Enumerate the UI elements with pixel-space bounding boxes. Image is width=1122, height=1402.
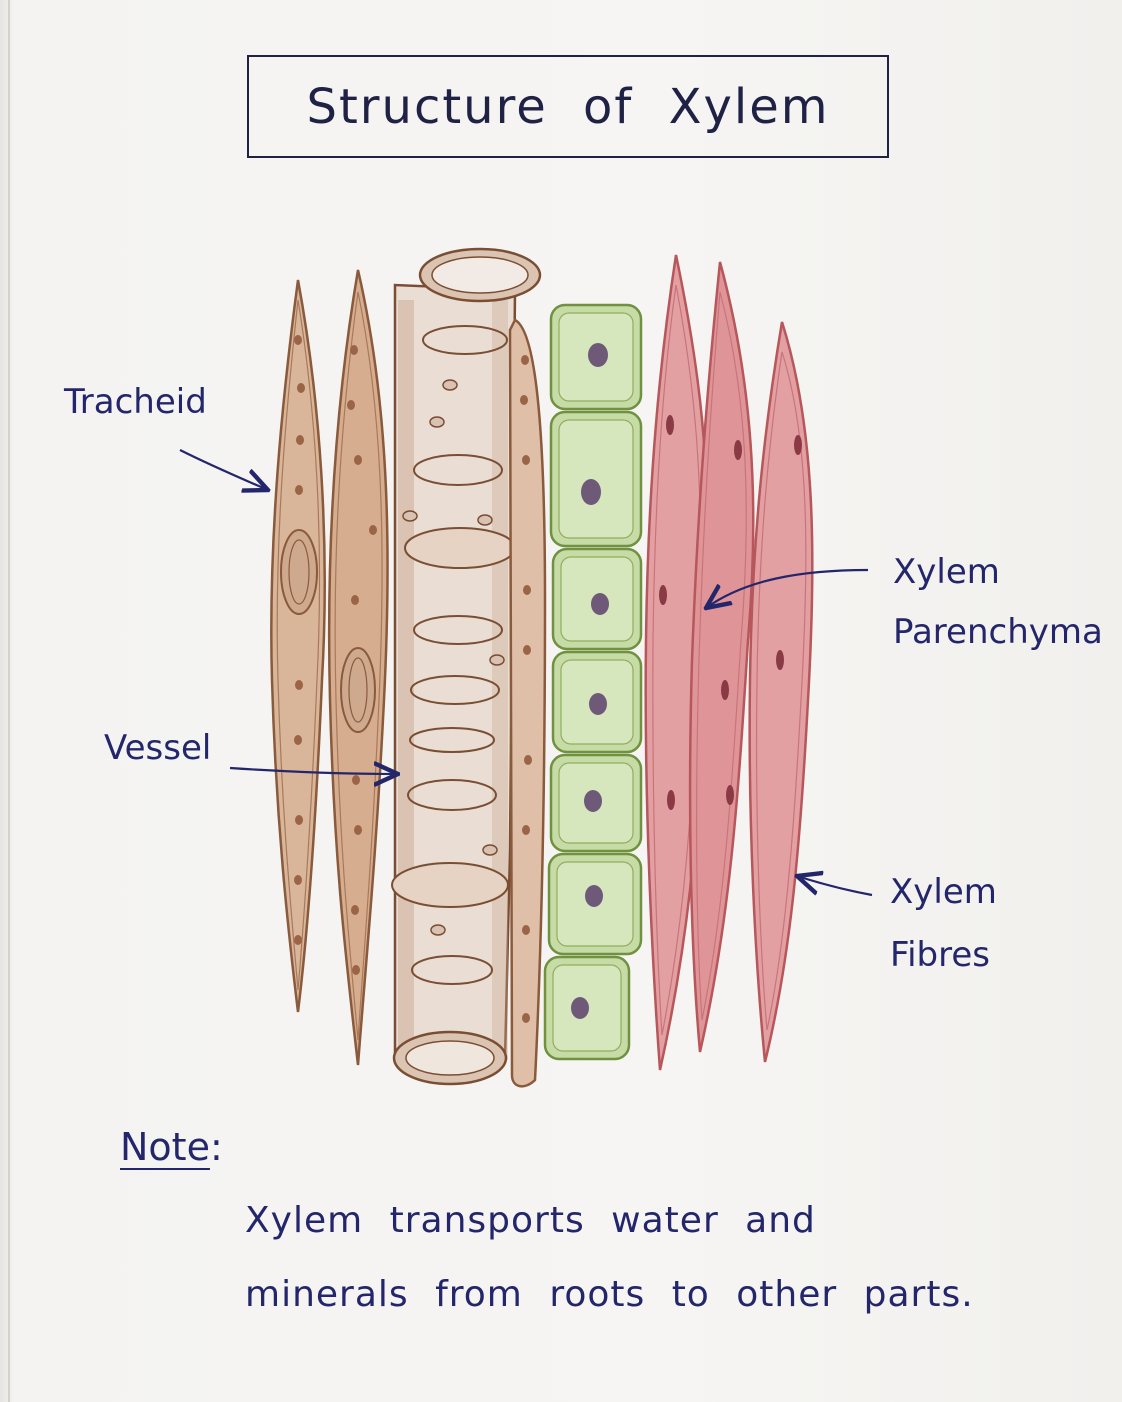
page-spine — [8, 0, 10, 1402]
vessel-side-pits — [520, 355, 532, 1023]
fibre-cells — [644, 254, 814, 1071]
label-parenchyma-line1: Xylem — [893, 552, 1000, 592]
note-heading: Note: — [120, 1125, 223, 1169]
vessel-shading-left — [398, 300, 414, 1060]
fibre-nuclei — [659, 415, 802, 810]
tracheid-nucleus-2 — [340, 647, 376, 733]
vessel-pits — [402, 379, 505, 936]
parenchyma-cell-3 — [551, 547, 643, 651]
vessel-side-tracheid — [508, 318, 547, 1088]
fibre-cell-2-inner — [696, 291, 747, 1021]
vessel-shading-right — [492, 300, 508, 1060]
vessel-bottom-opening — [405, 1040, 495, 1076]
fibres-arrow — [797, 876, 873, 897]
label-parenchyma-line2: Parenchyma — [893, 612, 1103, 652]
parenchyma-cell-1 — [549, 303, 643, 411]
tracheid-nucleus-1-inner — [288, 539, 310, 605]
label-fibres-line1: Xylem — [890, 872, 997, 912]
tracheid-pits — [294, 335, 377, 975]
note-heading-colon: : — [209, 1125, 223, 1169]
diagram-title: Structure of Xylem — [306, 78, 830, 135]
title-box: Structure of Xylem — [247, 55, 889, 158]
parenchyma-cell-7 — [543, 955, 631, 1061]
label-tracheid: Tracheid — [64, 382, 207, 422]
parenchyma-cell-2 — [549, 410, 643, 548]
parenchyma-cells — [543, 303, 643, 1061]
tracheid-nucleus-2-inner — [348, 657, 368, 723]
vessel-top-opening — [431, 256, 529, 294]
vessel-mid-rim — [391, 862, 509, 908]
label-vessel: Vessel — [104, 728, 212, 768]
tracheid-nucleus-1 — [280, 529, 318, 615]
parenchyma-cell-6 — [547, 852, 643, 956]
note-heading-word: Note — [120, 1125, 210, 1169]
label-fibres-line2: Fibres — [890, 935, 990, 975]
parenchyma-cell-4 — [551, 650, 643, 754]
vessel-mid-rim-upper — [404, 527, 516, 569]
note-line-1: Xylem transports water and — [245, 1200, 816, 1241]
tracheid-cell-2-inner — [334, 291, 383, 1041]
parenchyma-arrow — [706, 568, 869, 608]
vessel-element — [391, 247, 547, 1088]
vessel-thickening-rings — [407, 325, 508, 985]
note-line-2: minerals from roots to other parts. — [245, 1274, 974, 1315]
tracheid-cells — [270, 269, 389, 1066]
vessel-arrow — [229, 768, 398, 774]
parenchyma-cell-5 — [549, 753, 643, 853]
fibre-cell-3 — [748, 321, 814, 1063]
tracheid-arrow — [179, 449, 268, 490]
label-arrows — [179, 449, 873, 897]
tracheid-cell-1-inner — [276, 299, 321, 991]
